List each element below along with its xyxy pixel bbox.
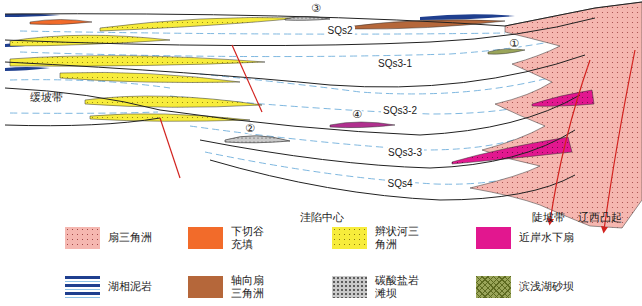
- sequence-boundaries: [160, 95, 580, 135]
- legend-text: 下切谷充填: [231, 225, 265, 251]
- legend-swatch: [476, 227, 511, 249]
- zone-label: 辽西凸起: [576, 211, 624, 223]
- fault: [550, 60, 590, 222]
- braided-river-delta: [10, 17, 300, 121]
- lake-mudstone-dashes: [10, 112, 158, 113]
- sequence-boundaries: [200, 130, 575, 168]
- legend-swatch: [188, 227, 223, 249]
- incised-valley-fill: [30, 20, 92, 25]
- legend-text: 轴向扇三角洲: [231, 274, 265, 300]
- sequence-boundaries: [5, 55, 585, 87]
- callout-number: ④: [351, 108, 363, 120]
- sequence-boundaries: [5, 18, 595, 46]
- fault: [160, 118, 180, 178]
- braided-river-delta: [60, 72, 240, 82]
- lake-mudstone-bands: [420, 14, 515, 20]
- legend-text: 辫状河三角洲: [375, 225, 420, 251]
- zone-label: 缓坡带: [28, 91, 65, 103]
- legend-text: 近岸水下扇: [519, 231, 574, 244]
- sequence-boundaries: [5, 88, 160, 110]
- sand-bar-lens: [330, 122, 395, 128]
- legend-text: 湖相泥岩: [108, 280, 152, 293]
- legend-text: 滨浅湖砂坝: [519, 280, 574, 293]
- legend-text: 扇三角洲: [108, 231, 152, 244]
- lake-mudstone-bands: [5, 67, 50, 71]
- zone-label: 洼陷中心: [298, 211, 346, 223]
- sequence-label: SQs4: [385, 178, 414, 189]
- carbonate-bank: [225, 136, 290, 143]
- legend-text: 碳酸盐岩滩坝: [375, 274, 420, 300]
- legend-swatch: [188, 276, 223, 298]
- braided-river-delta: [90, 114, 250, 122]
- legend-swatch: [65, 227, 100, 249]
- sand-bar-lens: [488, 49, 525, 54]
- fault: [604, 50, 635, 230]
- sequence-label: SQs3-1: [376, 58, 414, 69]
- legend-swatch: [332, 276, 367, 298]
- zone-label: 陡坡带: [530, 211, 567, 223]
- sequence-label: SQs2: [325, 25, 354, 36]
- lake-mudstone-dashes: [200, 74, 560, 94]
- sequence-boundaries: [5, 118, 160, 126]
- sequence-label: SQs3-2: [381, 105, 419, 116]
- braided-river-delta: [100, 17, 300, 31]
- lake-mudstone-dashes: [190, 126, 540, 150]
- callout-number: ②: [244, 122, 256, 134]
- fan-delta: [470, 2, 642, 228]
- legend-swatch: [65, 276, 100, 298]
- fault: [160, 45, 635, 230]
- legend-swatch: [476, 276, 511, 298]
- sequence-boundaries: [5, 2, 642, 200]
- nearshore-subaqueous-fan: [452, 90, 594, 164]
- fault: [232, 45, 262, 112]
- sequence-label: SQs3-3: [386, 147, 424, 158]
- legend-swatch: [332, 227, 367, 249]
- braided-river-delta: [85, 96, 262, 107]
- callout-number: ③: [310, 2, 322, 14]
- sequence-boundaries: [5, 2, 642, 26]
- lake-mudstone-dashes: [20, 31, 505, 34]
- sequence-boundaries: [210, 160, 575, 200]
- callout-number: ①: [508, 37, 520, 49]
